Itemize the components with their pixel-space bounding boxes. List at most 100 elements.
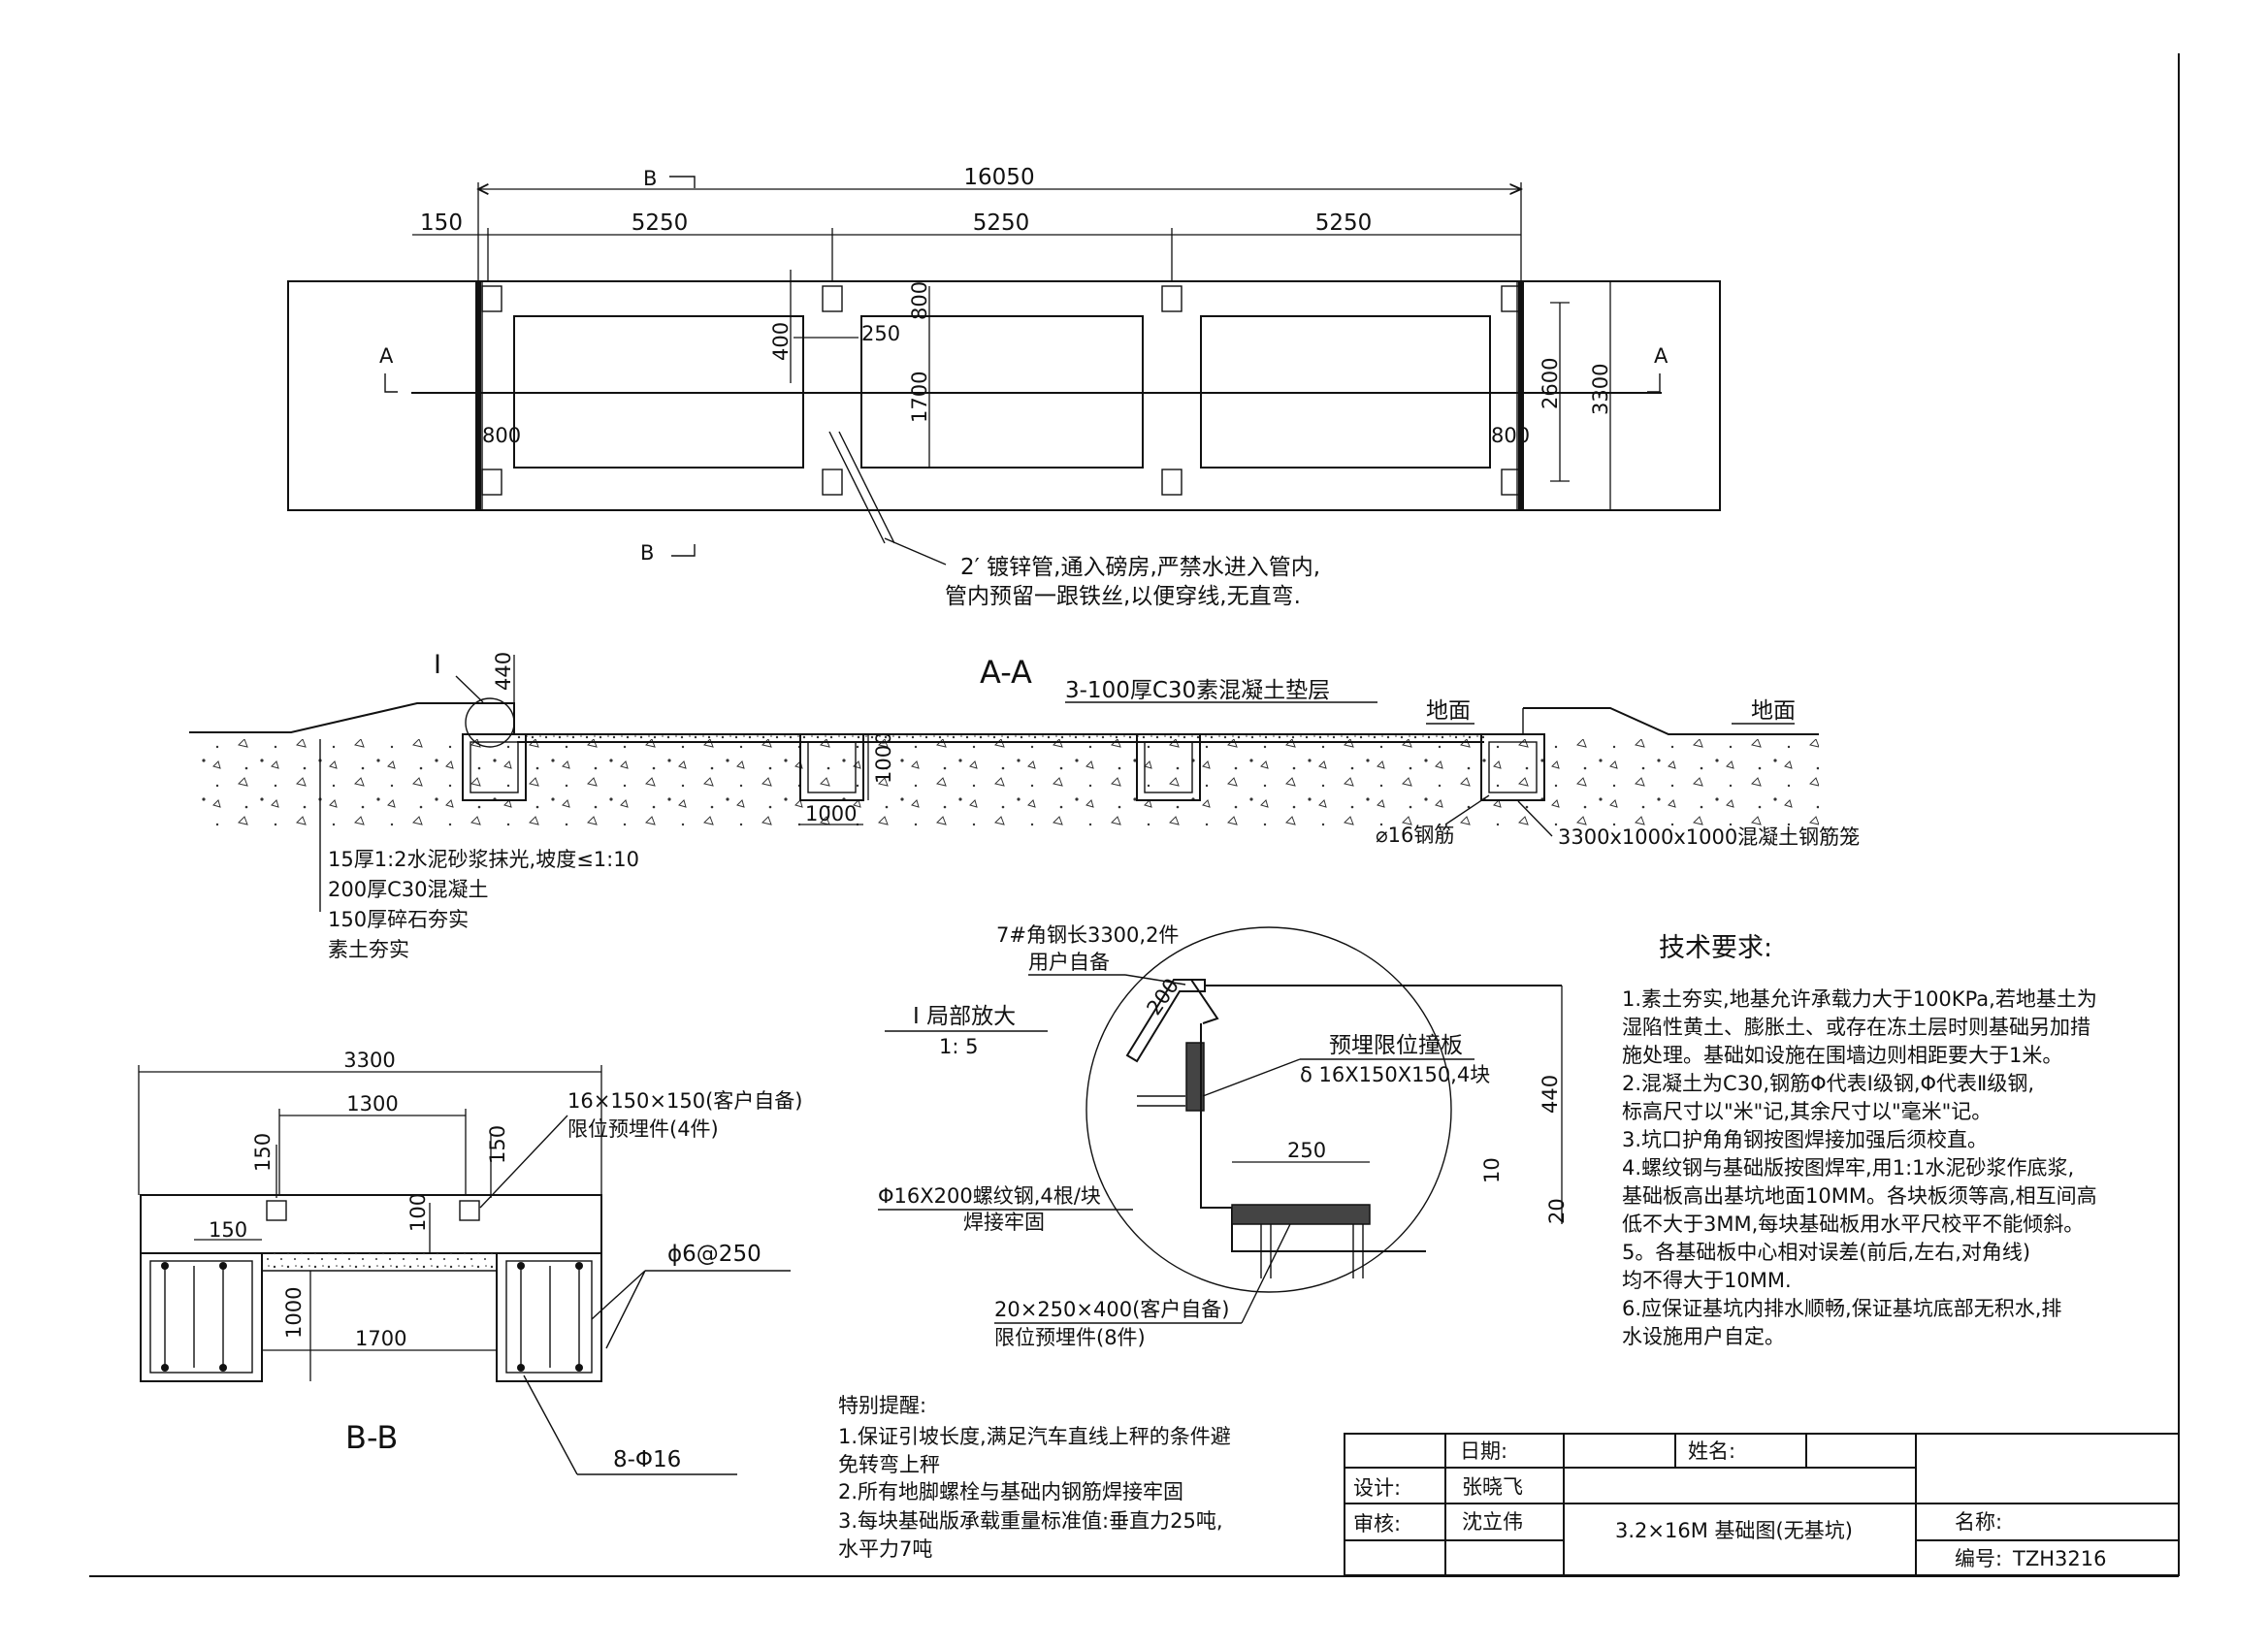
detail-scale: 1: 5 — [939, 1035, 978, 1058]
plan-rect — [822, 285, 843, 312]
title-block-number-label: 编号: — [1955, 1547, 2002, 1570]
plan-dim-total: 16050 — [963, 165, 1034, 190]
title-block-date-label: 日期: — [1460, 1439, 1507, 1463]
plan-dim-span-3: 5250 — [1315, 210, 1373, 236]
reminder-line: 免转弯上秤 — [838, 1453, 940, 1476]
plan-view: 16050 150 5250 5250 5250 B B A A 400 250… — [287, 165, 1721, 609]
detail-embed-label-2: 限位预埋件(8件) — [994, 1326, 1146, 1349]
section-bb-line — [591, 1270, 646, 1320]
requirements-line: 4.螺纹钢与基础版按图焊牢,用1:1水泥砂浆作底浆, — [1622, 1156, 2074, 1180]
requirements-line: 低不大于3MM,每块基础板用水平尺校平不能倾斜。 — [1622, 1212, 2084, 1236]
section-bb-embed-label-1: 16×150×150(客户自备) — [567, 1089, 802, 1113]
detail-embed-label-1: 20×250×400(客户自备) — [994, 1298, 1229, 1321]
section-bb-circle — [161, 1364, 169, 1372]
plan-conduit-note-line1: 2′ 镀锌管,通入磅房,严禁水进入管内, — [960, 555, 1320, 580]
section-bb-circle — [219, 1262, 227, 1270]
section-aa-dim-1000-w: 1000 — [805, 802, 857, 825]
section-aa-rect — [517, 734, 1484, 742]
section-aa-line — [455, 675, 484, 703]
plan-line — [884, 537, 947, 566]
title-block-design-label: 设计: — [1353, 1476, 1401, 1500]
reminder-line: 1.保证引坡长度,满足汽车直线上秤的条件避 — [838, 1425, 1231, 1448]
section-aa-rect — [470, 741, 519, 793]
section-bb-dim-1000: 1000 — [282, 1287, 306, 1339]
detail-i-line — [1124, 974, 1186, 986]
plan-rect — [822, 469, 843, 496]
plan-section-marker-a-right: A — [1654, 344, 1669, 368]
section-bb-circle — [517, 1262, 525, 1270]
section-bb-title: B-B — [345, 1419, 398, 1456]
requirements-line: 3.坑口护角角钢按图焊接加强后须校直。 — [1622, 1128, 1988, 1151]
plan-dim-span-2: 5250 — [973, 210, 1030, 236]
reminder-line: 3.每块基础版承载重量标准值:垂直力25吨, — [838, 1509, 1223, 1533]
section-aa-rect — [1136, 733, 1201, 801]
section-aa-blocks — [462, 733, 1545, 801]
section-aa-rect — [199, 739, 1819, 826]
requirements-heading: 技术要求: — [1659, 933, 1772, 963]
title-block-title-label: 名称: — [1955, 1510, 2002, 1534]
plan-dim-2600: 2600 — [1539, 358, 1562, 409]
plan-dim-800-top: 800 — [908, 281, 931, 320]
section-bb-dim-150-b: 150 — [486, 1125, 509, 1164]
detail-bolt-label-2: 焊接牢固 — [963, 1211, 1045, 1234]
plan-dim-3300: 3300 — [1589, 364, 1612, 415]
plan-outline — [287, 280, 1721, 511]
detail-dim-20: 20 — [1545, 1198, 1569, 1224]
title-block-name-label: 姓名: — [1688, 1439, 1735, 1463]
title-block-designer: 张晓飞 — [1462, 1475, 1523, 1499]
requirements-line: 基础板高出基坑地面10MM。各块板须等高,相互间高 — [1622, 1184, 2097, 1208]
section-aa-rect — [1488, 741, 1538, 793]
title-block-review-label: 审核: — [1353, 1512, 1401, 1536]
plan-polyline — [671, 544, 696, 557]
requirements-line: 2.混凝土为C30,钢筋Φ代表Ⅰ级钢,Φ代表Ⅱ级钢, — [1622, 1072, 2034, 1095]
detail-i-line — [1202, 1058, 1301, 1097]
section-aa-pad-label: 3-100厚C30素混凝土垫层 — [1065, 678, 1330, 703]
plan-line — [838, 431, 895, 544]
section-aa-cage-label: 3300x1000x1000混凝土钢筋笼 — [1558, 825, 1860, 849]
detail-boundary-circle — [1085, 926, 1452, 1293]
section-aa-rect — [799, 733, 864, 801]
requirements-line: 1.素土夯实,地基允许承载力大于100KPa,若地基土为 — [1622, 987, 2097, 1011]
section-aa-ground-label-1: 地面 — [1426, 698, 1471, 724]
plan-section-marker-b-bottom: B — [640, 541, 654, 565]
plan-plates — [481, 285, 1522, 496]
section-bb-line — [479, 1115, 568, 1209]
section-aa-line — [1517, 800, 1553, 837]
title-block-drawing-title: 3.2×16M 基础图(无基坑) — [1615, 1519, 1853, 1542]
section-aa-rect — [462, 733, 527, 801]
section-aa-layer-1: 15厚1:2水泥砂浆抹光,坡度≤1:10 — [328, 848, 639, 871]
section-aa-layer-4: 素土夯实 — [328, 938, 409, 961]
plan-rect — [1501, 469, 1522, 496]
detail-i-path — [1125, 979, 1206, 1063]
section-aa-dim-1000-h: 1000 — [872, 732, 895, 784]
section-aa-rect — [807, 741, 857, 793]
plan-rect — [481, 469, 502, 496]
section-aa-layer-2: 200厚C30混凝土 — [328, 878, 488, 901]
section-aa-line — [1444, 794, 1490, 825]
detail-i-path — [1190, 979, 1219, 1024]
reminder-line: 水平力7吨 — [838, 1537, 932, 1561]
section-bb-dim-1700: 1700 — [355, 1327, 406, 1350]
plan-polyline — [384, 373, 398, 393]
section-bb-circle — [575, 1262, 583, 1270]
detail-i-line — [1241, 1223, 1291, 1324]
requirements-line: 5。各基础板中心相对误差(前后,左右,对角线) — [1622, 1241, 2030, 1264]
title-block-number-value: TZH3216 — [2012, 1547, 2106, 1570]
plan-dim-800-right: 800 — [1491, 424, 1530, 447]
section-bb-circle — [161, 1262, 169, 1270]
detail-i: I 局部放大 1: 5 250 440 10 20 200 7#角钢长3300,… — [878, 923, 1569, 1349]
section-bb-dim-3300: 3300 — [343, 1049, 395, 1072]
section-bb-line — [605, 1270, 646, 1349]
reminder-line: 2.所有地脚螺栓与基础内钢筋焊接牢固 — [838, 1480, 1183, 1504]
detail-bolt-label-1: Φ16X200螺纹钢,4根/块 — [878, 1184, 1101, 1208]
requirements-line: 均不得大于10MM. — [1622, 1269, 1792, 1292]
section-bb-circle — [575, 1364, 583, 1372]
reminder-heading: 特别提醒: — [838, 1394, 926, 1417]
plan-rect — [1161, 469, 1183, 496]
detail-angle-label-2: 用户自备 — [1028, 951, 1110, 974]
plan-section-marker-a-left: A — [379, 344, 394, 368]
detail-i-rect — [1185, 1042, 1205, 1112]
detail-dim-10: 10 — [1480, 1157, 1504, 1183]
plan-polyline — [669, 176, 696, 188]
plan-dim-250: 250 — [861, 322, 900, 345]
